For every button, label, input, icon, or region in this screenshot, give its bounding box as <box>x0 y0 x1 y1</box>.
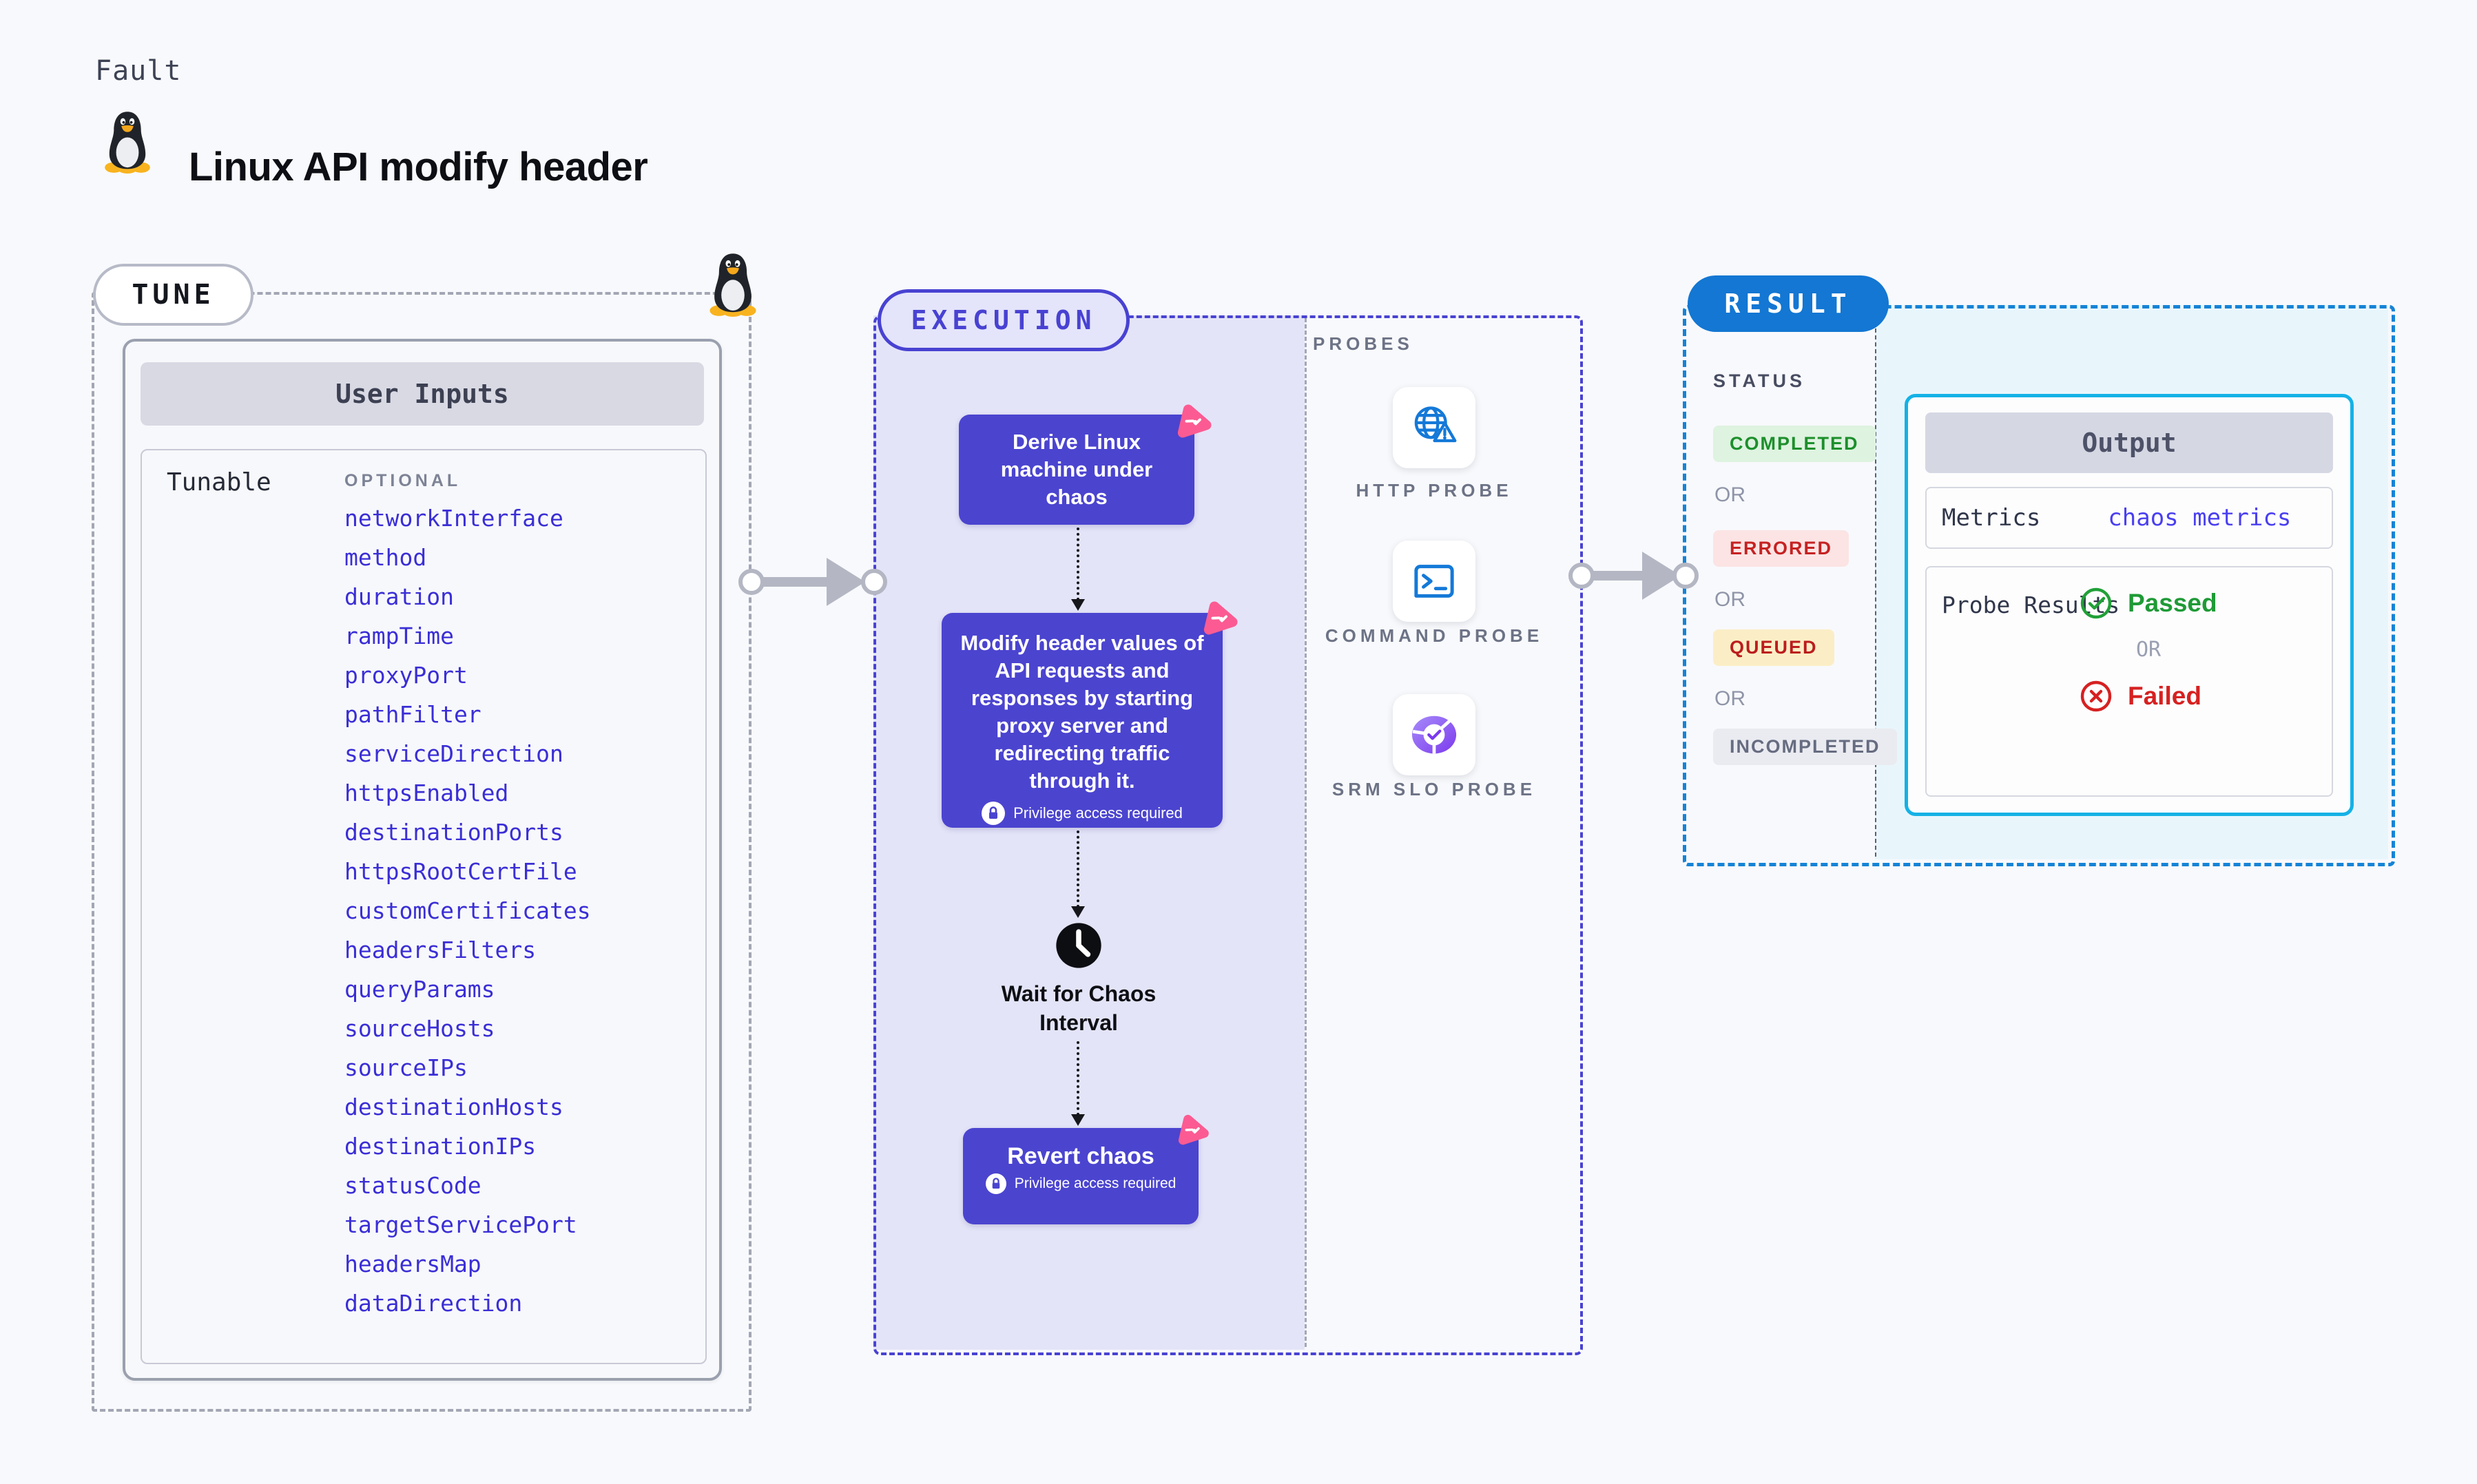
tunables-list: networkInterface method duration rampTime pr… <box>344 499 591 1323</box>
x-circle-icon <box>2080 680 2112 712</box>
metrics-label: Metrics <box>1942 504 2041 532</box>
probes-divider <box>1305 318 1307 1347</box>
terminal-icon <box>1414 565 1454 598</box>
step-text: Modify header values of API requests and… <box>960 631 1204 793</box>
tunable-link[interactable]: proxyPort <box>344 662 468 689</box>
tunable-link[interactable]: httpsRootCertFile <box>344 858 577 885</box>
tunable-link[interactable]: duration <box>344 583 454 610</box>
command-probe-label: COMMAND PROBE <box>1325 625 1544 646</box>
tune-section-label: TUNE <box>93 264 253 326</box>
tunable-link[interactable]: sourceIPs <box>344 1054 468 1081</box>
tunable-link[interactable]: networkInterface <box>344 505 563 532</box>
result-divider <box>1875 308 1876 857</box>
tune-section-border <box>92 292 752 1412</box>
tunable-link[interactable]: queryParams <box>344 976 495 1003</box>
execution-section-border <box>873 315 1583 1355</box>
tunable-link[interactable]: sourceHosts <box>344 1015 495 1042</box>
flow-connector-arrowhead <box>1071 906 1085 918</box>
step-modify-header: Modify header values of API requests and… <box>942 613 1223 828</box>
probe-results-box: Probe Results Passed OR Failed <box>1925 566 2333 797</box>
chaos-icon <box>1177 404 1212 438</box>
metrics-row: Metrics chaos metrics <box>1925 487 2333 549</box>
globe-warning-icon <box>1414 406 1457 443</box>
tunable-link[interactable]: destinationPorts <box>344 819 563 846</box>
tunables-panel: Tunable OPTIONAL networkInterface method d… <box>141 449 707 1364</box>
tunable-link[interactable]: targetServicePort <box>344 1211 577 1238</box>
flow-connector <box>1077 527 1079 600</box>
lock-icon <box>985 1173 1006 1194</box>
passed-row: Passed <box>2080 587 2217 620</box>
page-title: Linux API modify header <box>189 144 648 189</box>
chaos-metrics-link[interactable]: chaos metrics <box>2108 504 2292 532</box>
output-card: Output Metrics chaos metrics Probe Resul… <box>1905 394 2354 816</box>
tunable-link[interactable]: method <box>344 544 427 571</box>
privilege-label: Privilege access required <box>1013 804 1183 822</box>
output-header: Output <box>1925 412 2333 473</box>
status-badge-errored: ERRORED <box>1713 530 1849 567</box>
chaos-icon <box>1178 1114 1209 1145</box>
clock-icon <box>1056 923 1101 968</box>
tunable-link[interactable]: headersMap <box>344 1251 481 1277</box>
check-circle-icon <box>2080 587 2112 619</box>
flow-connector-arrowhead <box>1071 599 1085 611</box>
or-label: OR <box>2136 638 2162 662</box>
user-inputs-header: User Inputs <box>141 362 704 426</box>
privilege-row: Privilege access required <box>973 1173 1189 1194</box>
tunable-link[interactable]: httpsEnabled <box>344 780 509 806</box>
command-probe-card <box>1393 541 1475 622</box>
tunable-link[interactable]: statusCode <box>344 1172 481 1199</box>
fault-kicker: Fault <box>95 55 182 87</box>
srm-slo-probe-card <box>1393 694 1475 775</box>
lock-icon <box>982 802 1006 825</box>
failed-label: Failed <box>2128 682 2201 710</box>
status-label: STATUS <box>1713 370 1805 391</box>
privilege-label: Privilege access required <box>1014 1175 1177 1191</box>
failed-row: Failed <box>2080 680 2217 713</box>
or-label: OR <box>1714 687 1745 710</box>
tunable-link[interactable]: destinationIPs <box>344 1133 537 1160</box>
tunable-link[interactable]: rampTime <box>344 623 454 649</box>
status-badge-completed: COMPLETED <box>1713 426 1876 462</box>
tunable-link[interactable]: serviceDirection <box>344 740 563 767</box>
execution-section-label: EXECUTION <box>878 289 1130 351</box>
or-label: OR <box>1714 483 1745 506</box>
tunable-link[interactable]: dataDirection <box>344 1290 523 1317</box>
step-text: Revert chaos <box>1007 1143 1154 1169</box>
linux-tux-icon <box>709 253 756 317</box>
http-probe-card <box>1393 387 1475 468</box>
srm-slo-probe-label: SRM SLO PROBE <box>1331 779 1537 800</box>
tunable-link[interactable]: headersFilters <box>344 937 537 963</box>
tunable-link[interactable]: pathFilter <box>344 701 481 728</box>
chaos-icon <box>1203 601 1238 635</box>
tunable-link[interactable]: destinationHosts <box>344 1094 563 1120</box>
or-label: OR <box>1714 588 1745 611</box>
linux-tux-icon <box>105 112 150 174</box>
step-derive-machine: Derive Linux machine under chaos <box>959 415 1194 525</box>
slo-pie-check-icon <box>1411 715 1457 754</box>
tunable-link[interactable]: customCertificates <box>344 897 591 924</box>
optional-label: OPTIONAL <box>344 471 462 490</box>
tunable-row-label: Tunable <box>167 468 271 497</box>
privilege-row: Privilege access required <box>954 802 1210 825</box>
passed-label: Passed <box>2128 589 2217 617</box>
wait-step-label: Wait for Chaos Interval <box>1001 981 1157 1035</box>
flow-connector-arrowhead <box>1071 1114 1085 1126</box>
status-badge-incompleted: INCOMPLETED <box>1713 729 1897 765</box>
step-revert-chaos: Revert chaos Privilege access required <box>963 1128 1199 1224</box>
user-inputs-card: User Inputs Tunable OPTIONAL networkInte… <box>123 339 722 1381</box>
step-text: Derive Linux machine under chaos <box>1000 430 1153 509</box>
flow-connector <box>1077 830 1079 908</box>
probes-section-label: PROBES <box>1313 333 1413 354</box>
status-badge-queued: QUEUED <box>1713 629 1834 666</box>
flow-connector <box>1077 1041 1079 1116</box>
http-probe-label: HTTP PROBE <box>1356 480 1513 501</box>
probe-results-values: Passed OR Failed <box>2080 587 2217 713</box>
result-section-label: RESULT <box>1688 275 1889 332</box>
